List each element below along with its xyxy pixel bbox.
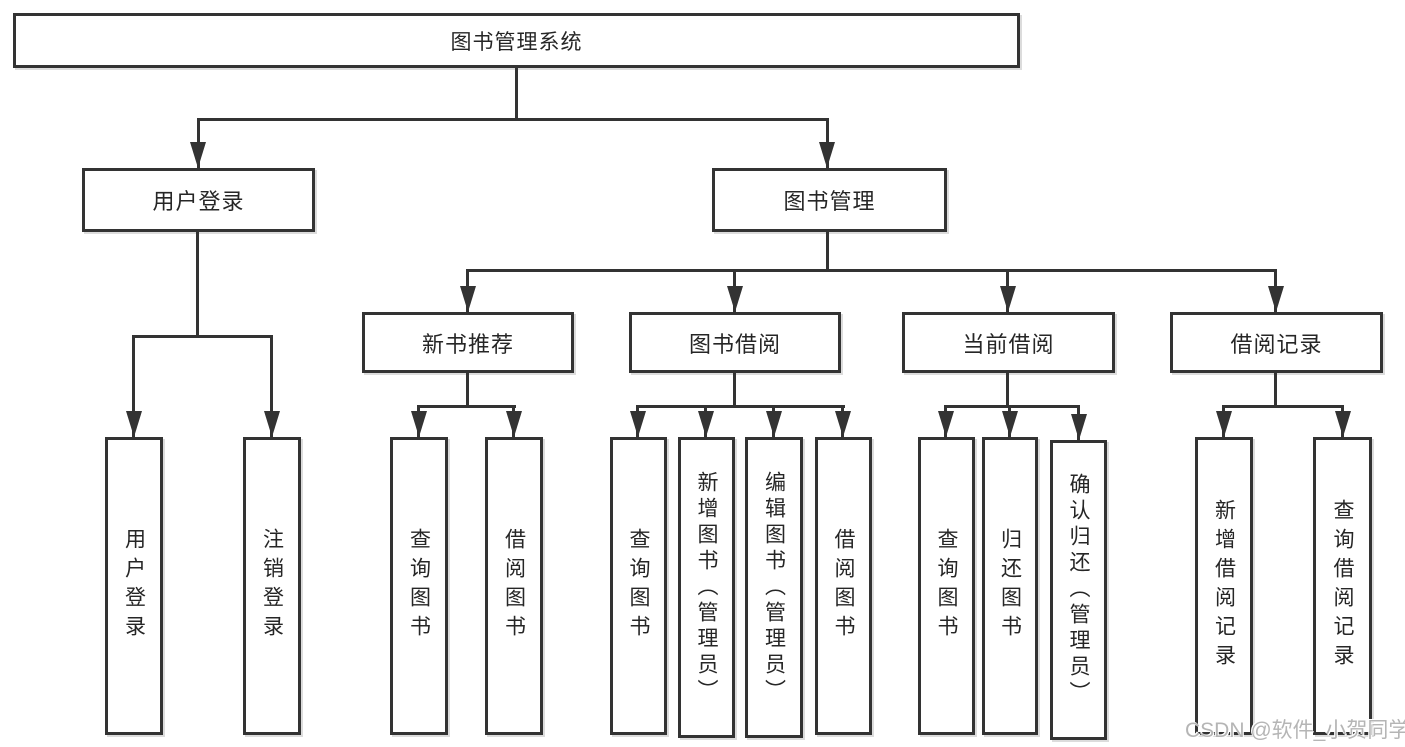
arrow-down-icon [506,411,522,437]
node-label: 新书推荐 [421,331,514,357]
node-label: 图书管理系统 [450,30,583,54]
node-label: 新增图书（管理员） [695,470,718,705]
arrow-down-icon [1002,411,1018,437]
leaf-query-book-current: 查询图书 [918,437,975,735]
arrow-down-icon [1071,414,1087,440]
connector-borrow-record-stub [1274,373,1277,407]
arrow-down-icon [1268,286,1284,312]
node-book-management: 图书管理 [712,168,947,232]
node-label: 用户登录 [122,528,146,644]
connector-book-borrow-stub [733,373,736,407]
node-label: 当前借阅 [962,331,1055,357]
node-book-borrow: 图书借阅 [629,312,841,373]
node-label: 借阅图书 [832,528,855,644]
leaf-logout: 注销登录 [243,437,301,735]
node-new-book-recommend: 新书推荐 [362,312,574,373]
connector-bus-borrow-record [1222,405,1344,408]
node-label: 图书管理 [783,189,876,214]
connector-bus-book-borrow [636,405,845,408]
node-label: 借阅图书 [502,528,526,644]
leaf-user-login: 用户登录 [105,437,163,735]
leaf-return-book: 归还图书 [982,437,1038,735]
node-user-login: 用户登录 [82,168,315,232]
arrow-down-icon [1335,411,1351,437]
node-label: 查询图书 [627,528,650,644]
node-label: 确认归还（管理员） [1067,473,1090,707]
node-label: 注销登录 [260,528,284,644]
connector-stem [132,335,135,437]
arrow-down-icon [1216,411,1232,437]
node-borrow-record: 借阅记录 [1170,312,1383,373]
node-label: 查询借阅记录 [1331,499,1354,673]
arrow-down-icon [264,411,280,437]
node-library-management-system: 图书管理系统 [13,13,1020,68]
arrow-down-icon [126,411,142,437]
connector-root-stub [515,68,518,120]
leaf-query-book-recommend: 查询图书 [390,437,448,735]
connector-stem [270,335,273,437]
node-label: 查询图书 [935,528,958,644]
arrow-down-icon [766,411,782,437]
node-label: 用户登录 [152,189,245,214]
connector-bus-current-borrow [944,405,1080,408]
node-label: 借阅记录 [1230,331,1323,357]
arrow-down-icon [727,286,743,312]
arrow-down-icon [630,411,646,437]
leaf-add-borrow-record: 新增借阅记录 [1195,437,1253,735]
connector-user-login-stub [196,232,199,337]
leaf-add-book-admin: 新增图书（管理员） [678,437,735,738]
leaf-edit-book-admin: 编辑图书（管理员） [745,437,803,738]
leaf-borrow-book: 借阅图书 [815,437,872,735]
connector-bus-level3 [466,269,1277,272]
node-label: 图书借阅 [688,331,781,357]
node-label: 编辑图书（管理员） [762,470,786,705]
arrow-down-icon [1000,286,1016,312]
node-label: 归还图书 [998,528,1022,644]
connector-bus-new-book [417,405,516,408]
node-label: 查询图书 [407,528,431,644]
arrow-down-icon [938,411,954,437]
node-current-borrow: 当前借阅 [902,312,1115,373]
arrow-down-icon [411,411,427,437]
connector-new-book-stub [466,373,469,407]
leaf-query-borrow-record: 查询借阅记录 [1313,437,1372,735]
leaf-query-book-borrow: 查询图书 [610,437,667,735]
connector-book-management-stub [826,232,829,272]
arrow-down-icon [460,286,476,312]
leaf-borrow-book-recommend: 借阅图书 [485,437,543,735]
connector-bus-user-login [132,335,273,338]
node-label: 新增借阅记录 [1212,499,1236,673]
connector-current-borrow-stub [1006,373,1009,407]
leaf-confirm-return-admin: 确认归还（管理员） [1050,440,1107,740]
arrow-down-icon [698,411,714,437]
csdn-watermark: CSDN @软件_小贺同学 [1185,719,1405,742]
arrow-down-icon [835,411,851,437]
arrow-down-icon [190,142,206,168]
arrow-down-icon [819,142,835,168]
connector-bus-level2 [198,118,829,121]
